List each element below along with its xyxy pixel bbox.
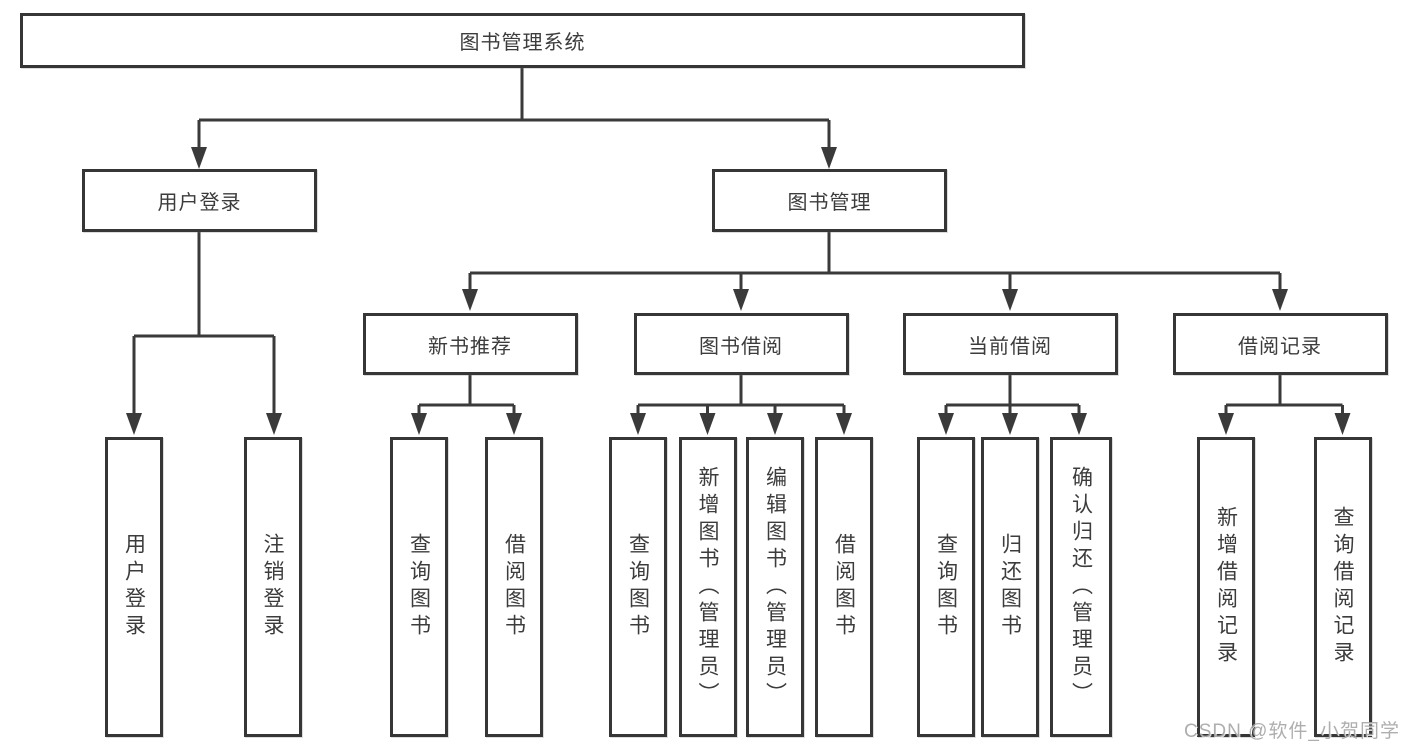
node-leaf-user-login: 用户登录 [105,437,163,737]
node-leaf-add-book-admin: 新增图书（管理员） [678,437,737,737]
node-leaf-query-books-current-label: 查询图书 [934,533,958,641]
edge-book-borrow-to-leaves [630,375,852,435]
node-new-book-recommend-label: 新书推荐 [428,335,512,358]
node-leaf-query-books-recommend-label: 查询图书 [407,533,431,641]
node-leaf-add-borrow-record: 新增借阅记录 [1197,437,1255,737]
node-user-login-label: 用户登录 [157,192,242,214]
edge-borrow-records-to-leaves [1218,375,1351,435]
edge-current-borrow-to-leaves [938,375,1087,435]
node-book-management: 图书管理 [712,169,947,232]
node-leaf-query-books-recommend: 查询图书 [390,437,448,737]
edge-root-to-level2 [191,68,837,169]
node-current-borrow: 当前借阅 [902,313,1118,375]
node-borrow-records-label: 借阅记录 [1238,335,1322,358]
node-leaf-query-books-borrow: 查询图书 [609,437,667,737]
node-leaf-query-books-borrow-label: 查询图书 [626,533,650,641]
node-leaf-query-books-current: 查询图书 [917,437,975,737]
edge-book-management-to-level3 [462,232,1288,311]
node-leaf-edit-book-admin: 编辑图书（管理员） [746,437,804,737]
watermark: CSDN @软件_小贺同学 [1184,721,1400,742]
node-book-borrow-label: 图书借阅 [699,335,783,358]
node-borrow-records: 借阅记录 [1172,313,1388,375]
node-new-book-recommend: 新书推荐 [362,313,578,375]
node-leaf-edit-book-admin-label: 编辑图书（管理员） [763,465,787,709]
node-root: 图书管理系统 [20,13,1025,68]
node-leaf-confirm-return-admin-label: 确认归还（管理员） [1069,465,1093,709]
node-root-label: 图书管理系统 [459,32,586,54]
edge-new-book-recommend-to-leaves [411,375,522,435]
node-leaf-logout-label: 注销登录 [261,533,284,641]
edge-user-login-to-leaves [126,232,282,435]
node-leaf-add-borrow-record-label: 新增借阅记录 [1214,506,1238,668]
node-leaf-return-book-label: 归还图书 [998,533,1022,641]
node-leaf-query-borrow-record-label: 查询借阅记录 [1331,506,1354,668]
node-leaf-user-login-label: 用户登录 [122,533,146,641]
node-leaf-borrow-books-recommend: 借阅图书 [485,437,543,737]
node-user-login: 用户登录 [82,169,317,232]
node-leaf-query-borrow-record: 查询借阅记录 [1313,437,1372,737]
node-book-borrow: 图书借阅 [633,313,849,375]
node-leaf-return-book: 归还图书 [981,437,1039,737]
node-leaf-confirm-return-admin: 确认归还（管理员） [1050,437,1112,737]
node-leaf-borrow-books-recommend-label: 借阅图书 [502,533,526,641]
node-leaf-borrow-books-label: 借阅图书 [832,533,856,641]
node-leaf-add-book-admin-label: 新增图书（管理员） [696,465,719,709]
node-leaf-borrow-books: 借阅图书 [815,437,873,737]
node-leaf-logout: 注销登录 [243,437,302,737]
node-current-borrow-label: 当前借阅 [968,335,1052,358]
node-book-management-label: 图书管理 [787,192,872,214]
